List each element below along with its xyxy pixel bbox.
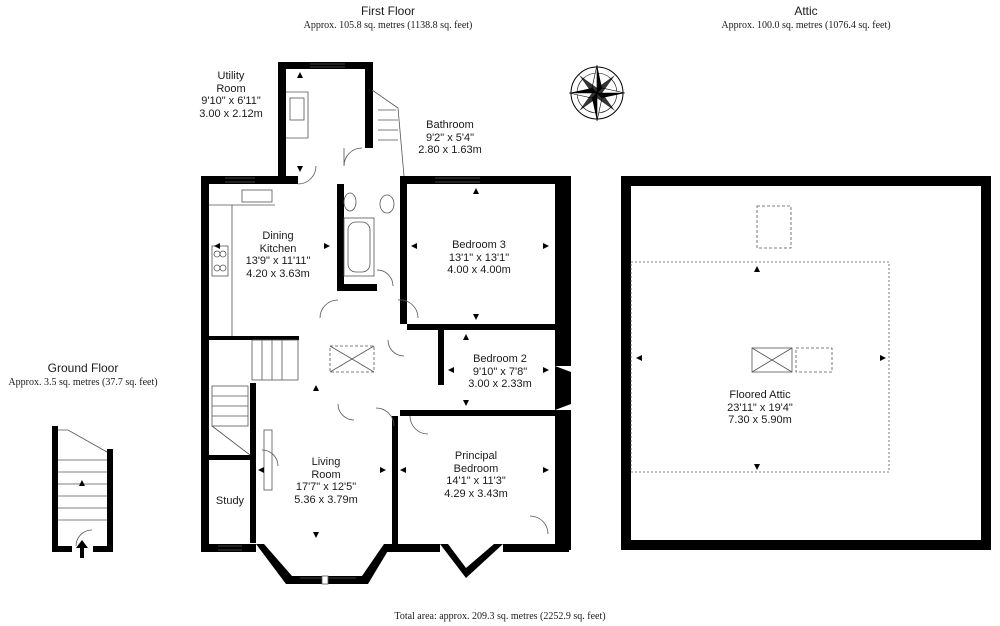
room-name: Kitchen — [259, 242, 297, 255]
room-metric: 2.80 x 1.63m — [418, 144, 482, 157]
room-name: Bedroom — [453, 462, 499, 475]
room-bedroom-3: Bedroom 3 13'1" x 13'1" 4.00 x 4.00m — [447, 239, 511, 277]
total-area: Total area: approx. 209.3 sq. metres (22… — [394, 611, 606, 622]
wall-utility-north — [278, 62, 373, 69]
room-imperial: 23'11" x 19'4" — [727, 401, 793, 414]
wall-south-mid — [384, 544, 440, 552]
room-utility: Utility Room 9'10" x 6'11" 3.00 x 2.12m — [199, 70, 263, 121]
room-study: Study — [215, 495, 245, 507]
bedroom2-bay — [555, 366, 571, 410]
room-metric: 4.20 x 3.63m — [246, 267, 310, 280]
wall-north-kitchen — [201, 176, 298, 184]
wall-east-upper — [555, 176, 571, 366]
room-imperial: 14'1" x 11'3" — [446, 475, 506, 488]
ground-floor-title: Ground Floor — [47, 361, 119, 375]
wall-south-study — [201, 544, 256, 552]
room-name: Bedroom 3 — [452, 239, 506, 251]
attic-wall-south — [621, 540, 991, 550]
ground-floor-area: Approx. 3.5 sq. metres (37.7 sq. feet) — [8, 377, 158, 388]
wall-kitchen-south — [209, 336, 299, 340]
wall-north-bedroom3 — [400, 176, 571, 184]
room-metric: 7.30 x 5.90m — [728, 414, 792, 427]
room-name: Dining — [262, 230, 294, 242]
room-imperial: 9'10" x 7'8" — [472, 365, 528, 378]
room-bedroom-2: Bedroom 2 9'10" x 7'8" 3.00 x 2.33m — [468, 353, 532, 391]
wall-bath-south — [337, 284, 377, 291]
room-imperial: 9'10" x 6'11" — [201, 95, 261, 108]
attic-area: Approx. 100.0 sq. metres (1076.4 sq. fee… — [721, 20, 891, 31]
room-name: Utility — [217, 70, 245, 82]
dim-arrow — [214, 243, 220, 249]
room-metric: 3.00 x 2.33m — [468, 378, 532, 391]
wall-utility-west — [278, 62, 286, 184]
room-name: Room — [216, 82, 246, 95]
attic-title: Attic — [794, 4, 818, 18]
room-floored-attic: Floored Attic 23'11" x 19'4" 7.30 x 5.90… — [727, 389, 793, 427]
room-metric: 4.29 x 3.43m — [444, 487, 508, 500]
room-name: Living — [311, 456, 341, 468]
room-metric: 3.00 x 2.12m — [199, 107, 263, 120]
ground-wall-south-left — [52, 546, 72, 552]
ground-wall-east — [107, 449, 113, 552]
room-name: Principal — [454, 450, 498, 462]
first-floor-area: Approx. 105.8 sq. metres (1138.8 sq. fee… — [303, 20, 473, 31]
wall-living-west — [250, 383, 256, 543]
entrance-arrow-icon — [76, 540, 88, 558]
compass-rose-icon — [568, 64, 626, 122]
wall-bed2-south — [400, 410, 555, 416]
room-name: Floored Attic — [729, 389, 791, 401]
attic-wall-north — [621, 176, 991, 186]
room-name: Bathroom — [426, 119, 474, 131]
principal-bay — [440, 544, 503, 578]
wall-bed2-west — [438, 330, 444, 385]
wall-utility-east — [365, 62, 373, 148]
room-name: Room — [311, 468, 341, 481]
room-dining-kitchen: Dining Kitchen 13'9" x 11'11" 4.20 x 3.6… — [246, 230, 311, 281]
wall-west — [201, 176, 209, 552]
wall-bath-west — [337, 184, 344, 290]
room-principal-bedroom: Principal Bedroom 14'1" x 11'3" 4.29 x 3… — [444, 450, 508, 501]
living-bay — [256, 544, 392, 584]
room-imperial: 9'2" x 5'4" — [425, 131, 475, 144]
room-living: Living Room 17'7" x 12'5" 5.36 x 3.79m — [294, 456, 358, 507]
room-metric: 5.36 x 3.79m — [294, 493, 358, 506]
room-bathroom: Bathroom 9'2" x 5'4" 2.80 x 1.63m — [418, 119, 482, 157]
wall-east-lower — [555, 410, 571, 550]
room-imperial: 13'9" x 11'11" — [245, 255, 311, 268]
wall-bed3-west — [400, 184, 407, 324]
room-name: Bedroom 2 — [473, 353, 527, 365]
ground-wall-south-right — [93, 546, 113, 552]
room-imperial: 13'1" x 13'1" — [448, 251, 510, 264]
room-imperial: 17'7" x 12'5" — [295, 481, 357, 494]
wall-bed3-south — [407, 324, 555, 330]
attic-wall-west — [621, 176, 631, 550]
wall-principal-west — [392, 416, 398, 546]
attic-wall-east — [981, 176, 991, 550]
room-metric: 4.00 x 4.00m — [447, 264, 511, 277]
wall-study-north — [209, 455, 250, 460]
wall-south-east — [503, 544, 569, 552]
first-floor-title: First Floor — [361, 4, 415, 18]
ground-wall-west — [52, 426, 58, 552]
